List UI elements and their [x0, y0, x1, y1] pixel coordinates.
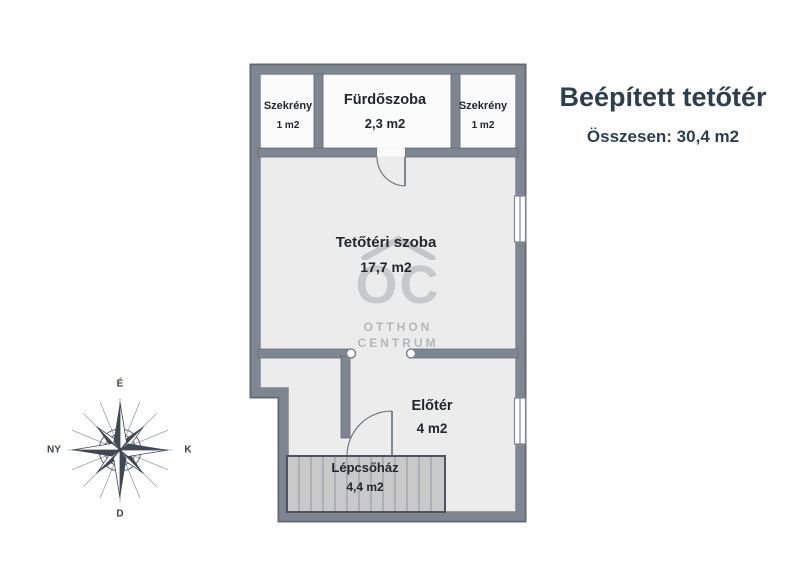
- passage-post-right: [405, 348, 417, 359]
- compass-rose-icon: [68, 398, 172, 502]
- wall-hallway-stub: [340, 355, 351, 439]
- stair-treads: [298, 457, 432, 511]
- room-name: Szekrény: [458, 100, 508, 112]
- room-name: Lépcsőház: [331, 460, 399, 475]
- watermark-brand-line1: OTTHON: [363, 320, 433, 335]
- wall-topband-left: [257, 147, 378, 158]
- wall-mainroom-left: [257, 348, 352, 359]
- room-name: Tetőtéri szoba: [335, 234, 437, 251]
- passage-post-left: [345, 348, 357, 359]
- room-area: 1 m2: [276, 119, 300, 131]
- wall-topband-right: [404, 147, 519, 158]
- compass-label-east: K: [184, 444, 192, 456]
- compass-cardinal-points: [71, 401, 169, 499]
- room-label-hallway: Előtér 4 m2: [411, 398, 453, 437]
- watermark-logo: OC OTTHON CENTRUM: [355, 235, 441, 351]
- compass-label-west: NY: [47, 444, 61, 456]
- bathroom-door: [376, 148, 406, 187]
- staircase: [286, 455, 446, 513]
- room-name: Fürdőszoba: [343, 92, 427, 108]
- watermark-initials: OC: [355, 255, 441, 315]
- room-area: 1 m2: [471, 119, 495, 131]
- window-lower-right: [513, 397, 527, 445]
- room-area: 4,4 m2: [346, 479, 384, 494]
- room-label-closet-left: Szekrény 1 m2: [263, 100, 313, 131]
- compass-label-south: D: [116, 508, 124, 520]
- room-area: 2,3 m2: [364, 116, 406, 132]
- room-name: Előtér: [411, 398, 453, 414]
- outer-wall: [251, 65, 525, 521]
- total-area-text: Összesen: 30,4 m2: [586, 127, 740, 146]
- window-upper-right: [513, 195, 527, 243]
- room-label-closet-right: Szekrény 1 m2: [458, 100, 508, 131]
- page-title: Beépített tetőtér: [559, 82, 767, 112]
- stairwell-door: [346, 410, 393, 457]
- compass-label-north: É: [116, 378, 124, 390]
- room-label-attic-room: Tetőtéri szoba 17,7 m2: [336, 235, 437, 274]
- room-area: 17,7 m2: [360, 258, 412, 275]
- watermark-brand-line2: CENTRUM: [357, 336, 439, 351]
- roof-icon: [361, 235, 435, 261]
- room-name: Szekrény: [263, 100, 313, 112]
- wall-closetL-bathroom: [313, 73, 324, 154]
- top-room-floors: [261, 75, 515, 148]
- room-label-stairwell: Lépcsőház 4,4 m2: [331, 461, 398, 493]
- room-area: 4 m2: [416, 421, 448, 437]
- room-label-bathroom: Fürdőszoba 2,3 m2: [343, 92, 427, 132]
- compass-intercardinal-points: [96, 426, 144, 474]
